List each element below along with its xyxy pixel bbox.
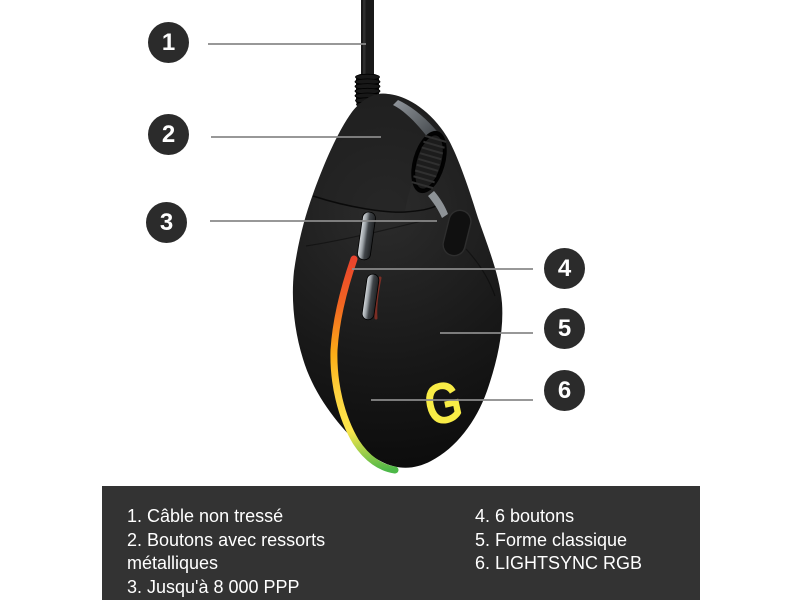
- legend-panel: 1. Câble non tressé 2. Boutons avec ress…: [102, 486, 700, 600]
- legend-item-6: 6. LIGHTSYNC RGB: [475, 553, 643, 573]
- dpi-button: [442, 209, 472, 257]
- wheel-knurling: [411, 134, 447, 190]
- body-crease-right: [465, 248, 496, 297]
- legend-column-right: 4. 6 boutons 5. Forme classique 6. LIGHT…: [475, 505, 690, 576]
- cable-highlight: [363, 0, 366, 80]
- callout-marker-4: 4: [544, 248, 585, 289]
- side-button-upper: [357, 211, 376, 261]
- mouse-button-face: [313, 93, 432, 212]
- legend-item-5: 5. Forme classique: [475, 529, 628, 550]
- side-button-lower: [361, 273, 380, 321]
- callout-marker-3: 3: [146, 202, 187, 243]
- legend-item-3: 3. Jusqu'à 8 000 PPP: [127, 576, 300, 597]
- marker-number: 4: [557, 254, 572, 282]
- callout-lines: [208, 43, 533, 401]
- marker-number: 6: [557, 376, 572, 404]
- marker-number: 1: [161, 28, 176, 56]
- mouse-cable: [361, 0, 374, 80]
- callout-marker-1: 1: [148, 22, 189, 63]
- legend-column-left: 1. Câble non tressé 2. Boutons avec ress…: [127, 505, 377, 599]
- callout-marker-6: 6: [544, 370, 585, 411]
- rgb-light-strip: [330, 255, 399, 474]
- callout-marker-2: 2: [148, 114, 189, 155]
- legend-item-2: 2. Boutons avec ressorts métalliques: [127, 529, 326, 574]
- wheel-slot-highlight: [428, 191, 448, 218]
- marker-number: 3: [159, 208, 174, 236]
- scroll-wheel: [411, 130, 447, 194]
- callout-marker-5: 5: [544, 308, 585, 349]
- button-seam: [312, 195, 437, 213]
- legend-item-4: 4. 6 boutons: [475, 506, 575, 526]
- marker-number: 2: [161, 120, 176, 148]
- legend-item-1: 1. Câble non tressé: [127, 506, 284, 526]
- marker-number: 5: [557, 314, 572, 342]
